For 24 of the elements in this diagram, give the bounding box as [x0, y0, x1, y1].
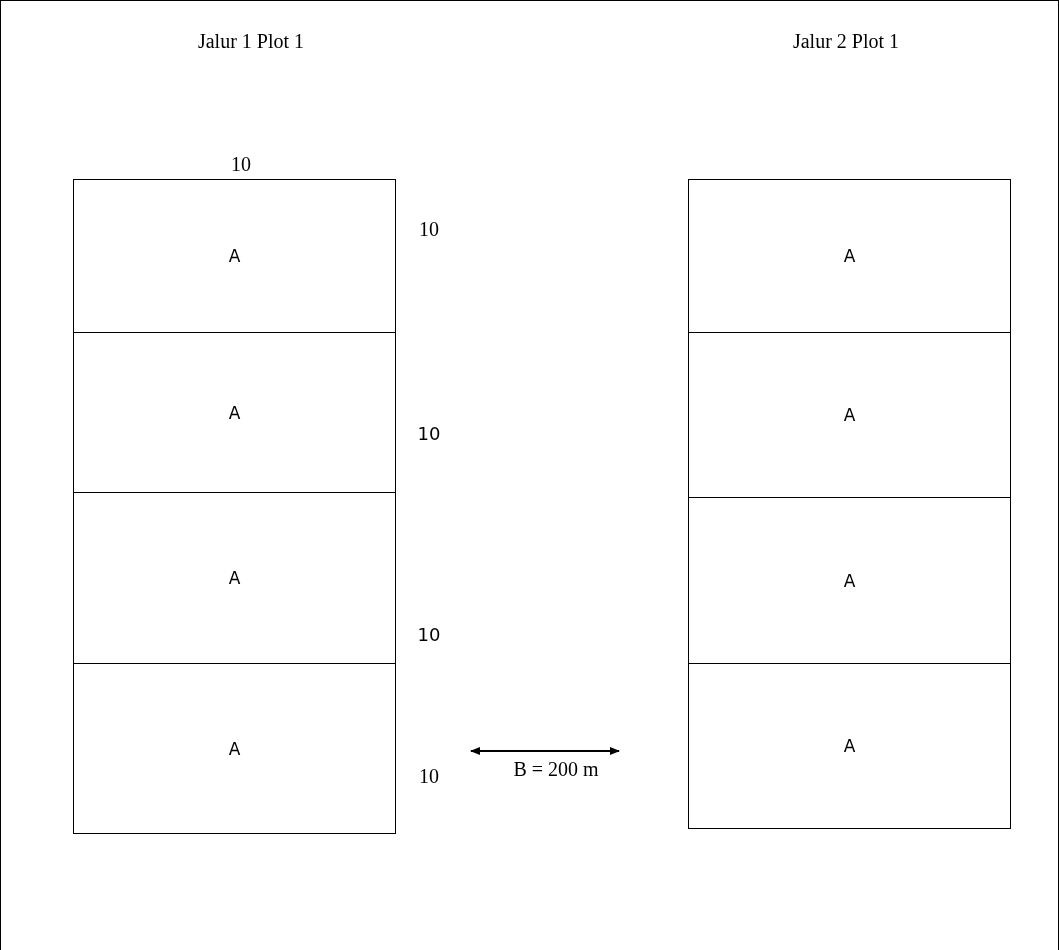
plot-box: [688, 332, 1011, 498]
strip-title: Jalur 2 Plot 1: [792, 29, 900, 53]
plot-letter: A: [228, 738, 241, 759]
plot-letter: A: [843, 405, 856, 425]
plot-letter: A: [843, 736, 856, 756]
dimension-label: 10: [417, 623, 441, 645]
dimension-label: 10: [419, 217, 439, 241]
strip-title: Jalur 1 Plot 1: [197, 29, 305, 53]
plot-letter: A: [228, 402, 241, 423]
plot-box: [688, 663, 1011, 829]
plot-box: [73, 663, 396, 834]
plot-letter: A: [228, 568, 241, 588]
plot-letter: A: [843, 570, 856, 591]
dimension-label: 10: [419, 764, 439, 788]
plot-box: [73, 179, 396, 333]
dimension-label: 10: [231, 152, 251, 176]
plot-box: [688, 497, 1011, 664]
distance-label: B = 200 m: [513, 757, 599, 781]
plot-box: [688, 179, 1011, 333]
dimension-label: 10: [417, 422, 441, 444]
plot-box: [73, 492, 396, 664]
plot-letter: A: [228, 246, 241, 266]
plot-letter: A: [843, 246, 856, 266]
plot-box: [73, 332, 396, 493]
